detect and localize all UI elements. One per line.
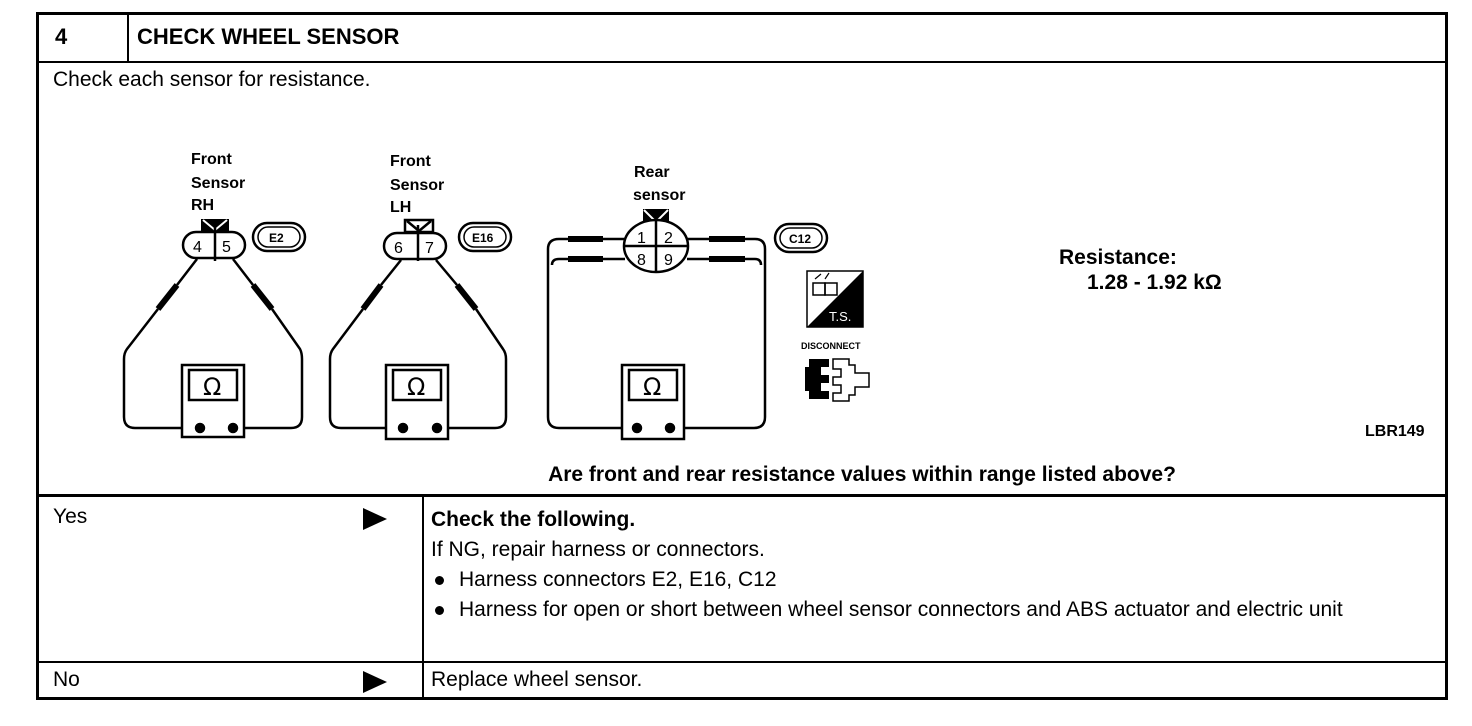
sensor-rh-label-3: RH [191,197,214,214]
svg-text:E16: E16 [472,231,494,245]
spec-label: Resistance: [1059,246,1177,269]
spec-value: 1.28 - 1.92 kΩ [1087,271,1222,294]
step-header: 4 CHECK WHEEL SENSOR [39,15,1445,63]
svg-text:DISCONNECT: DISCONNECT [801,341,861,351]
connector-icon [382,218,448,261]
connector-id-badge: E2 [251,221,307,253]
list-item: Harness connectors E2, E16, C12 [431,565,1419,595]
step-number: 4 [55,24,68,49]
sensor-lh-label-1: Front [390,153,432,170]
column-divider [422,497,424,697]
divider [39,661,1445,663]
connector-id-badge: E16 [457,221,513,253]
svg-text:T.S.: T.S. [829,309,851,324]
pin-label: 1 [637,230,646,247]
sensor-rear-label-2: sensor [633,187,685,204]
figure-id: LBR149 [1365,423,1425,440]
svg-text:C12: C12 [789,232,811,246]
pin-label: 5 [222,239,231,256]
bullet-icon [435,606,444,615]
rear-sensor-diagram: Rear sensor 1 2 8 9 C12 [546,164,829,441]
step-title: CHECK WHEEL SENSOR [137,24,400,49]
instruction-text: Check each sensor for resistance. [53,68,371,91]
connector-id-badge: C12 [773,222,829,254]
outcome-yes-action: Check the following. If NG, repair harne… [431,505,1419,625]
probe-icon [454,283,479,311]
header-divider [127,15,129,61]
test-symbol-icon: T.S. [806,270,864,328]
ohmmeter-icon: Ω [620,363,686,441]
bullet-icon [435,576,444,585]
probe-icon [155,283,180,311]
list-item: Harness for open or short between wheel … [431,595,1419,625]
pin-label: 9 [664,252,673,269]
outcome-no-label: No [53,668,80,691]
front-sensor-lh-diagram: Front Sensor LH 6 7 E16 [328,153,513,441]
ohmmeter-icon: Ω [180,363,246,439]
pin-label: 2 [664,230,673,247]
diagnostic-procedure-table: 4 CHECK WHEEL SENSOR Check each sensor f… [36,12,1448,700]
sensor-lh-label-3: LH [390,199,411,216]
pin-label: 6 [394,240,403,257]
svg-text:Ω: Ω [407,373,425,401]
pin-label: 8 [637,252,646,269]
svg-text:Ω: Ω [643,373,661,401]
connector-icon [622,209,690,274]
arrow-right-icon [363,671,387,693]
divider [39,494,1445,497]
probe-icon [250,283,275,311]
sensor-rear-label-1: Rear [634,164,670,181]
probe-icon [360,283,384,311]
sensor-lh-label-2: Sensor [390,177,444,194]
wiring-diagram: Front Sensor RH 4 5 E2 [122,151,870,441]
diagnostic-question: Are front and rear resistance values wit… [548,463,1176,486]
disconnect-connector-icon: DISCONNECT [801,341,870,402]
pin-label: 4 [193,239,202,256]
outcome-yes-title: Check the following. [431,508,636,531]
outcome-no-action: Replace wheel sensor. [431,668,643,691]
sensor-rh-label-1: Front [191,151,233,168]
outcome-yes-note: If NG, repair harness or connectors. [431,538,765,561]
front-sensor-rh-diagram: Front Sensor RH 4 5 E2 [122,151,307,439]
sensor-rh-label-2: Sensor [191,175,245,192]
pin-label: 7 [425,240,434,257]
outcome-yes-label: Yes [53,505,88,528]
connector-icon [181,219,247,261]
arrow-right-icon [363,508,387,530]
ohmmeter-icon: Ω [384,363,450,441]
svg-text:Ω: Ω [203,373,221,401]
svg-text:E2: E2 [269,231,284,245]
